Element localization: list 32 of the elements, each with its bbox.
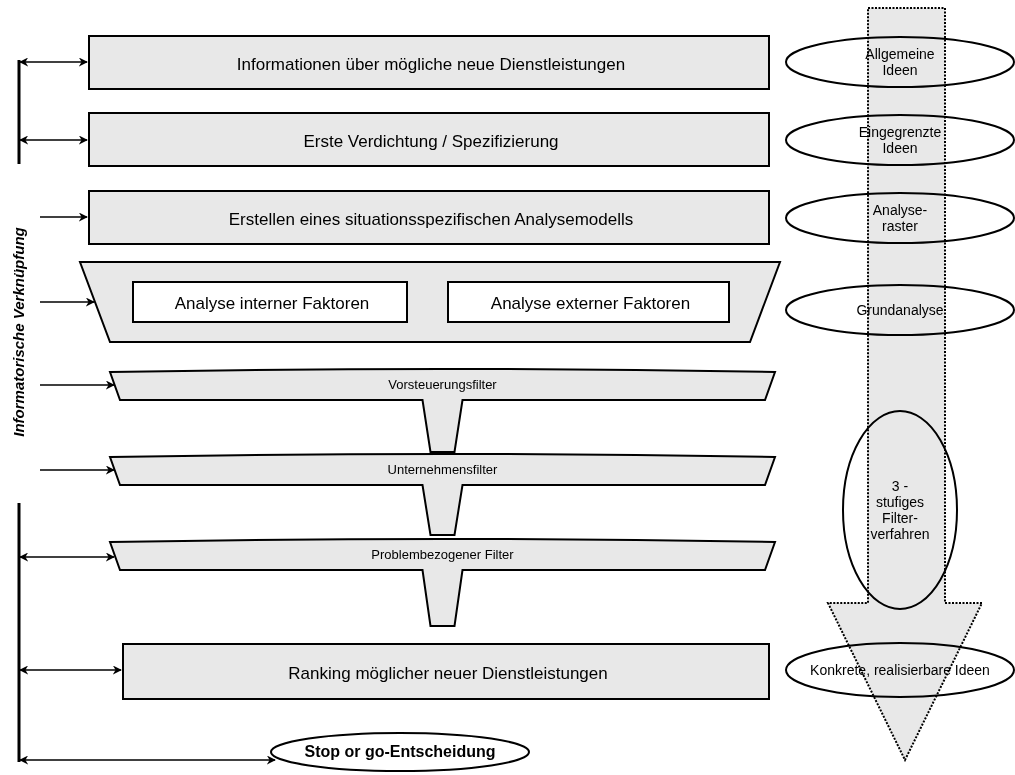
arrow bbox=[19, 552, 115, 562]
step-label: Erstellen eines situationsspezifischen Analysemodells bbox=[228, 209, 634, 230]
analysis-box bbox=[447, 281, 730, 323]
step-label: Informationen über mögliche neue Dienstleistungen bbox=[236, 54, 626, 75]
step-label: Analyse externer Faktoren bbox=[490, 294, 691, 314]
side-label: Informatorische Verknüpfung bbox=[10, 226, 28, 439]
arrow bbox=[39, 380, 115, 390]
arrow bbox=[39, 212, 88, 222]
step-label: Erste Verdichtung / Spezifizierung bbox=[303, 131, 559, 152]
ellipse-label: 3 - stufiges Filter- verfahren bbox=[869, 477, 931, 543]
arrow bbox=[39, 297, 95, 307]
ellipse-label: Stop or go-Entscheidung bbox=[304, 742, 496, 762]
ellipse-label: Grundanalyse bbox=[856, 301, 944, 319]
process-box bbox=[88, 112, 770, 167]
analysis-box bbox=[132, 281, 408, 323]
ellipse-label: Konkrete, realisierbare Ideen bbox=[810, 661, 990, 679]
arrow bbox=[39, 465, 115, 475]
ellipse-label: Analyse- raster bbox=[871, 201, 929, 235]
step-label: Problembezogener Filter bbox=[371, 547, 514, 563]
process-box bbox=[122, 643, 770, 700]
process-box bbox=[88, 190, 770, 245]
step-label: Vorsteuerungsfilter bbox=[388, 377, 497, 393]
arrow bbox=[19, 135, 88, 145]
step-label: Ranking möglicher neuer Dienstleistungen bbox=[288, 663, 608, 684]
arrow bbox=[19, 57, 88, 67]
arrow bbox=[19, 755, 276, 765]
step-label: Analyse interner Faktoren bbox=[174, 294, 370, 314]
arrow bbox=[19, 665, 122, 675]
ellipse-label: Allgemeine Ideen bbox=[864, 45, 936, 79]
step-label: Unternehmensfilter bbox=[387, 462, 498, 478]
process-box bbox=[88, 35, 770, 90]
ellipse-label: Eingegrenzte Ideen bbox=[857, 123, 943, 157]
